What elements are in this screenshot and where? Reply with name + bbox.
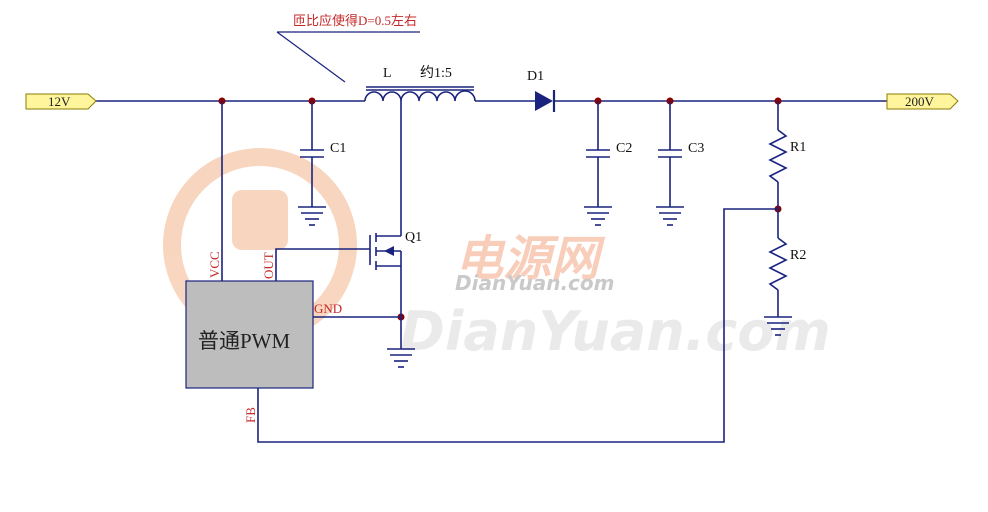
output-port-200v: 200V <box>886 93 959 110</box>
capacitor-c2: C2 <box>586 101 632 207</box>
resistor-r2: R2 <box>768 209 806 317</box>
diode-label: D1 <box>527 69 544 84</box>
pin-out-label: OUT <box>261 252 276 279</box>
inductor-label: L <box>383 66 392 81</box>
pin-vcc-label: VCC <box>207 251 222 278</box>
c2-label: C2 <box>616 141 632 156</box>
ground-c3 <box>656 206 684 226</box>
output-port-label: 200V <box>905 94 935 109</box>
watermark-cn-text: 电源网 <box>455 231 606 287</box>
capacitor-c1: C1 <box>300 101 346 207</box>
pwm-body <box>185 280 314 389</box>
mosfet-q1: Q1 <box>369 230 422 317</box>
pwm-label: 普通PWM <box>198 329 290 353</box>
gate-wire <box>275 248 370 281</box>
ground-c1 <box>298 206 326 226</box>
input-port-12v: 12V <box>25 93 97 110</box>
feedback-wire <box>257 208 778 443</box>
pwm-controller: 普通PWM VCC OUT GND FB <box>185 251 342 423</box>
r1-label: R1 <box>790 140 806 155</box>
pin-fb-label: FB <box>243 407 258 423</box>
annotation-text: 匝比应使得D=0.5左右 <box>293 13 417 28</box>
watermark-small-text: DianYuan.com <box>455 271 614 295</box>
inductor-ratio: 约1:5 <box>420 65 452 81</box>
diode-d1: D1 <box>527 69 556 112</box>
ground-r2 <box>764 316 792 336</box>
c3-label: C3 <box>688 141 704 156</box>
r2-label: R2 <box>790 248 806 263</box>
c1-label: C1 <box>330 141 346 156</box>
ground-q1 <box>387 348 415 368</box>
resistor-r1: R1 <box>768 101 806 209</box>
watermark-large-text: DianYuan.com <box>400 300 831 363</box>
capacitor-c3: C3 <box>658 101 704 207</box>
q1-label: Q1 <box>405 230 422 245</box>
pin-gnd-label: GND <box>314 301 342 316</box>
input-port-label: 12V <box>48 94 71 109</box>
watermark-logo-plug <box>232 190 288 250</box>
ground-c2 <box>584 206 612 226</box>
turns-ratio-annotation: 匝比应使得D=0.5左右 <box>276 13 420 83</box>
inductor-l: L 约1:5 <box>364 65 476 102</box>
